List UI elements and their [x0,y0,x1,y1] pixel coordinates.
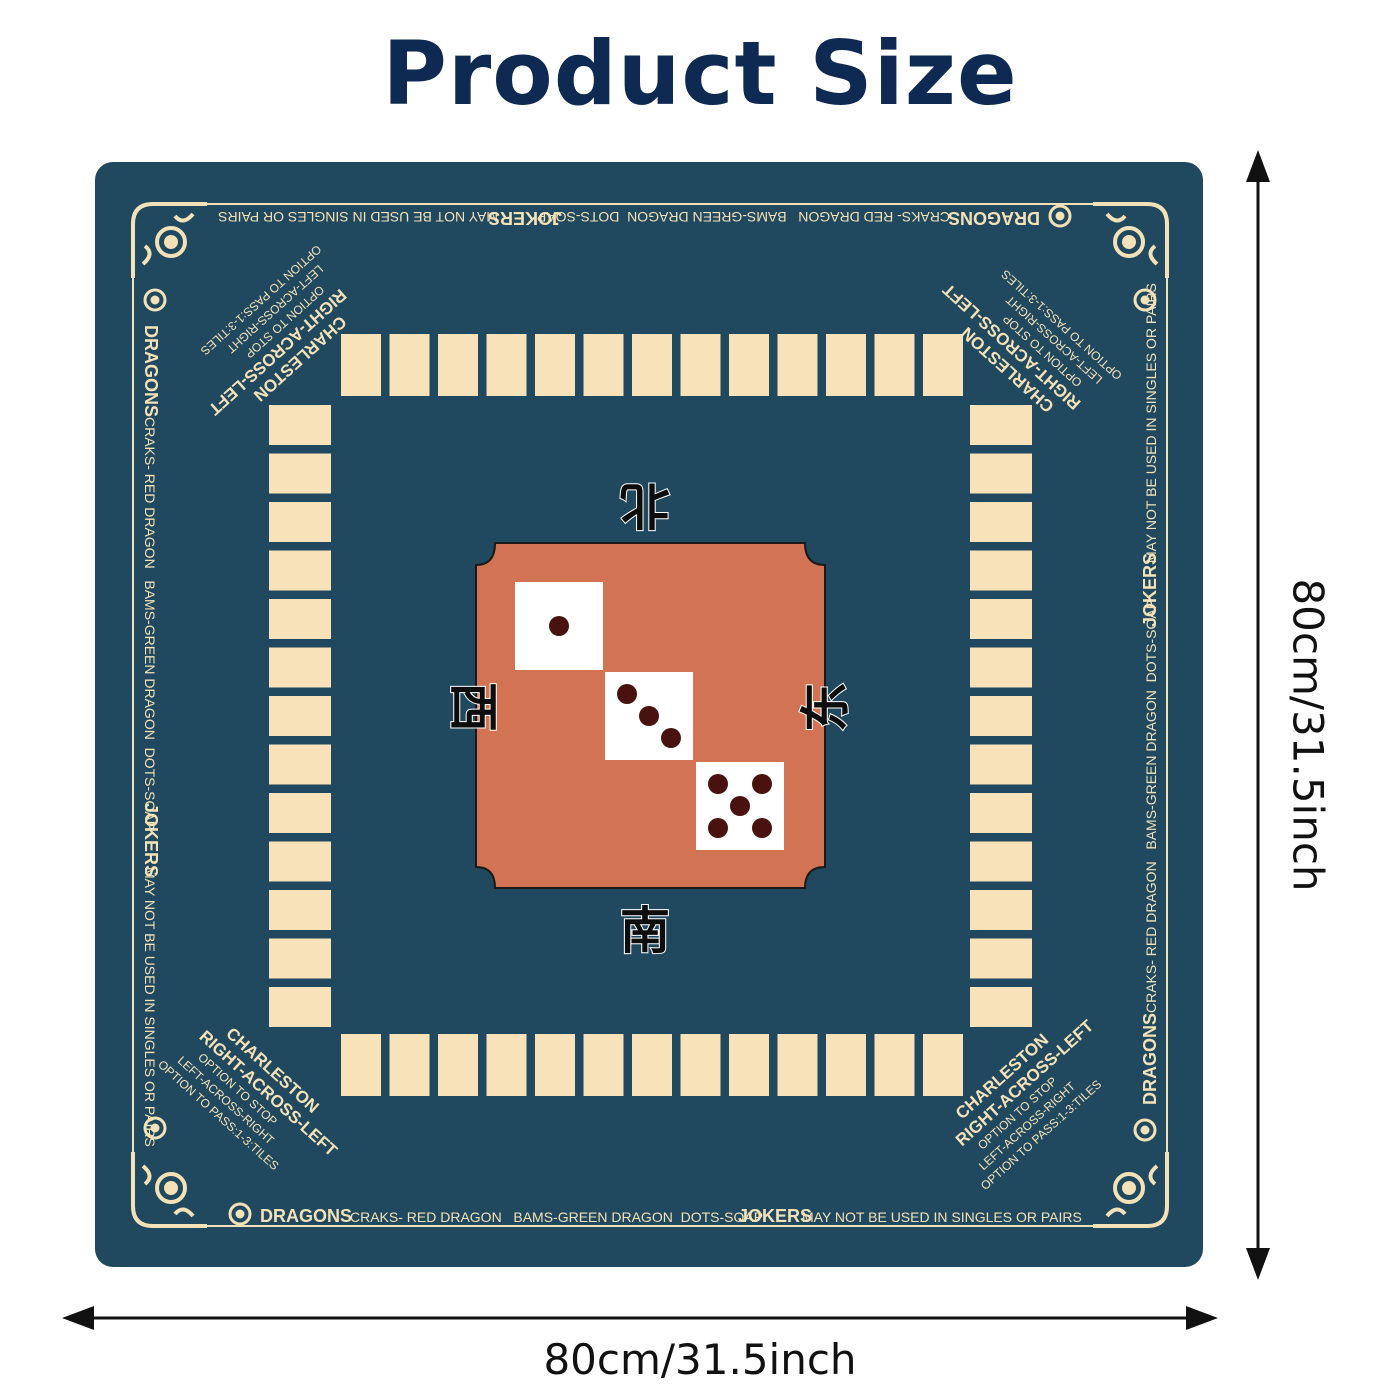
tile-slot-right [970,405,1032,445]
tile-slot-bottom [535,1034,575,1096]
tile-slot-right [970,987,1032,1027]
tile-slot-bottom [874,1034,915,1096]
corner-scroll-bottom-left [131,1152,207,1228]
tile-slot-top [680,334,721,396]
edge-text-top: DRAGONS CRAKS- RED DRAGON BAMS-GREEN DRA… [218,208,1040,228]
tile-slot-bottom [389,1034,430,1096]
edge-dragons-detail: CRAKS- RED DRAGON BAMS-GREEN DRAGON DOTS… [1143,600,1159,1013]
edge-text-right: DRAGONS CRAKS- RED DRAGON BAMS-GREEN DRA… [1140,283,1160,1105]
tile-slot-left [269,938,331,979]
die-pip [708,774,728,794]
tile-slot-bottom [729,1034,769,1096]
wind-north: 北 [620,476,670,534]
edge-jokers-detail: MAY NOT BE USED IN SINGLES OR PAIRS [802,1209,1082,1225]
tile-slot-right [970,647,1032,688]
tile-slot-bottom [341,1034,381,1096]
die-pip [730,796,750,816]
edge-dragons-label: DRAGONS [948,208,1040,228]
edge-dragons-label: DRAGONS [1140,1013,1160,1105]
edge-dragons-detail: CRAKS- RED DRAGON BAMS-GREEN DRAGON DOTS… [142,417,158,830]
tile-slot-right [970,599,1032,639]
tile-slot-top [923,334,963,396]
tile-slot-right [970,841,1032,882]
edge-ornaments [143,204,1157,1226]
tile-slot-left [269,599,331,639]
tile-slot-top [535,334,575,396]
edge-text-bottom: DRAGONS CRAKS- RED DRAGON BAMS-GREEN DRA… [260,1206,1082,1226]
tile-slot-bottom [438,1034,478,1096]
wind-east: 东 [797,682,855,732]
tile-slot-top [777,334,818,396]
wind-west: 西 [444,682,502,732]
tile-slot-right [970,938,1032,979]
tile-slot-top [389,334,430,396]
tile-slot-right [970,890,1032,930]
die-pip [752,774,772,794]
tile-slot-top [729,334,769,396]
tile-slot-left [269,453,331,494]
die-pip [549,616,569,636]
tile-slot-right [970,696,1032,736]
tile-slot-left [269,987,331,1027]
die-pip [752,818,772,838]
corner-scroll-top-left [131,202,207,278]
tile-slot-top [341,334,381,396]
tile-slot-top [486,334,527,396]
tile-slot-bottom [826,1034,866,1096]
edge-jokers-label: JOKERS [141,803,161,877]
tile-slot-top [632,334,672,396]
tile-slot-bottom [923,1034,963,1096]
corner-scroll-bottom-right [1093,1152,1169,1228]
tile-slot-right [970,550,1032,591]
dice-group [515,582,784,850]
tile-slot-left [269,405,331,445]
edge-jokers-detail: MAY NOT BE USED IN SINGLES OR PAIRS [1143,283,1159,563]
tile-slot-right [970,502,1032,542]
wind-south: 南 [620,902,670,960]
die-pip [639,706,659,726]
tile-slot-right [970,744,1032,785]
tile-slot-left [269,502,331,542]
tile-slot-left [269,841,331,882]
edge-jokers-label: JOKERS [1140,553,1160,627]
edge-jokers-label: JOKERS [488,208,562,228]
tile-slot-left [269,550,331,591]
edge-dragons-detail: CRAKS- RED DRAGON BAMS-GREEN DRAGON DOTS… [350,1209,763,1225]
tile-slot-left [269,793,331,833]
edge-dragons-label: DRAGONS [260,1206,352,1226]
tile-slot-bottom [632,1034,672,1096]
die-pip [617,684,637,704]
corner-scroll-top-right [1093,202,1169,278]
tile-slot-top [874,334,915,396]
width-label: 80cm/31.5inch [543,1335,857,1384]
tile-slot-top [826,334,866,396]
tile-slot-bottom [486,1034,527,1096]
border-frame [132,203,1168,1227]
edge-jokers-detail: MAY NOT BE USED IN SINGLES OR PAIRS [142,867,158,1147]
edge-dragons-label: DRAGONS [141,325,161,417]
tile-slot-right [970,453,1032,494]
tile-slot-left [269,647,331,688]
tile-slot-left [269,890,331,930]
tile-slot-bottom [583,1034,624,1096]
page-title: Product Size [382,22,1018,125]
tile-slot-top [583,334,624,396]
tile-slot-bottom [777,1034,818,1096]
die-pip [708,818,728,838]
tile-slots [269,334,1032,1096]
edge-text-left: DRAGONS CRAKS- RED DRAGON BAMS-GREEN DRA… [141,325,161,1147]
tile-slot-top [438,334,478,396]
tile-slot-left [269,696,331,736]
edge-dragons-detail: CRAKS- RED DRAGON BAMS-GREEN DRAGON DOTS… [537,209,950,225]
tile-slot-bottom [680,1034,721,1096]
tile-slot-right [970,793,1032,833]
die-pip [661,728,681,748]
edge-jokers-label: JOKERS [738,1206,812,1226]
edge-jokers-detail: MAY NOT BE USED IN SINGLES OR PAIRS [218,209,498,225]
tile-slot-left [269,744,331,785]
